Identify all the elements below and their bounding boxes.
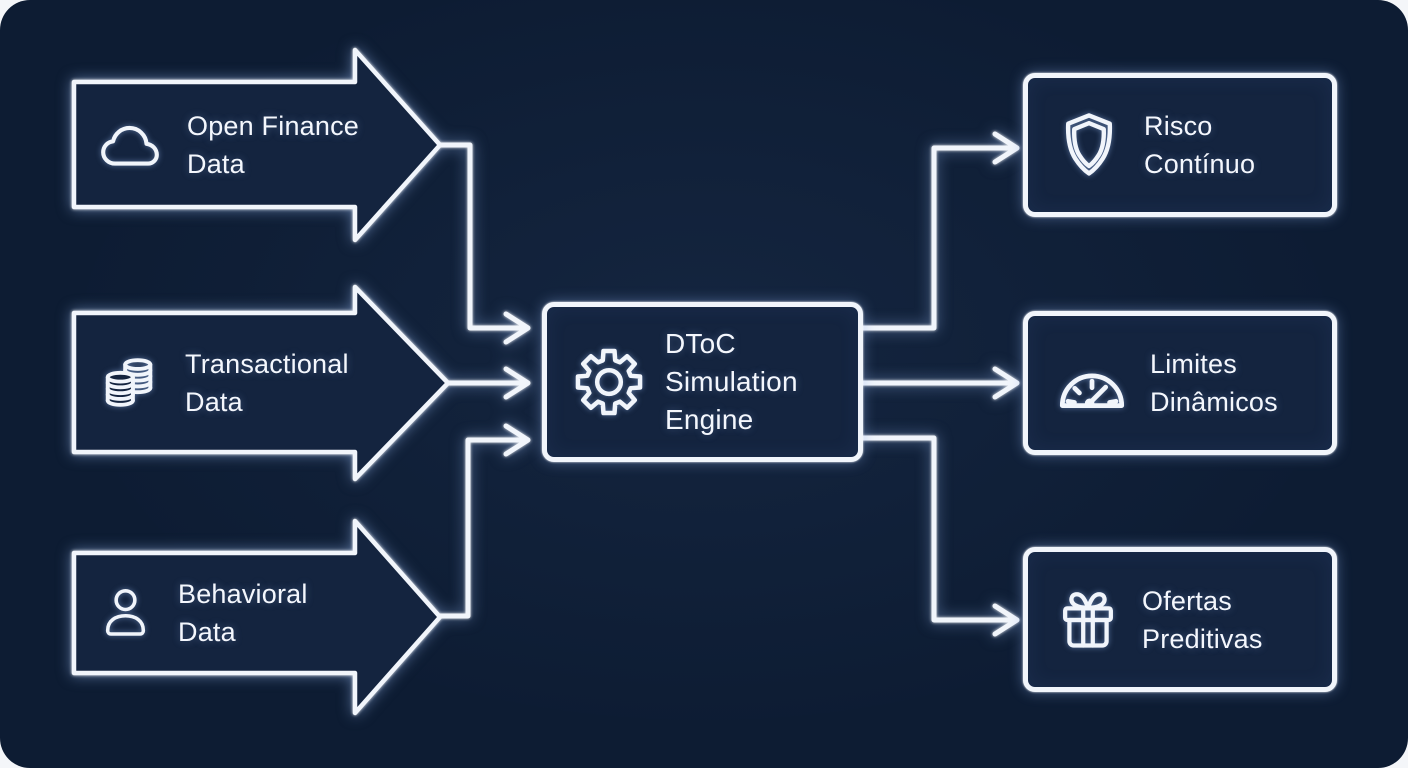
input-label-transactional-data: Transactional Data — [185, 345, 349, 421]
arrowhead-engine-to-risco — [992, 131, 1020, 165]
output-node-risco-continuo: Risco Contínuo — [1023, 73, 1337, 217]
input-label-line1: Open Finance — [187, 110, 360, 141]
output-label-line1: Ofertas — [1142, 585, 1232, 616]
output-label-line1: Risco — [1144, 111, 1213, 141]
connector-engine-to-ofertas — [860, 435, 1016, 623]
gear-icon — [575, 348, 643, 416]
arrowhead-open-finance-to-engine — [503, 311, 531, 345]
cloud-icon — [101, 125, 159, 166]
shield-icon — [1065, 113, 1113, 176]
input-label-line1: Behavioral — [178, 579, 308, 609]
arrowhead-engine-to-limites — [992, 366, 1020, 400]
input-label-behavioral-data: Behavioral Data — [178, 575, 308, 651]
output-label-line1: Limites — [1150, 349, 1237, 379]
input-node-open-finance-data: Open Finance Data — [73, 82, 363, 207]
engine-node-dtoc-simulation: DToC Simulation Engine — [542, 302, 863, 462]
gauge-icon — [1059, 373, 1125, 408]
gift-icon — [1063, 591, 1113, 648]
output-label-line2: Preditivas — [1142, 623, 1263, 654]
output-node-limites-dinamicos: Limites Dinâmicos — [1023, 311, 1337, 455]
engine-label-line2: Simulation — [665, 366, 798, 397]
output-label-line2: Dinâmicos — [1150, 387, 1278, 417]
input-arrow-transactional — [71, 284, 451, 482]
coins-icon — [105, 357, 153, 407]
engine-label-line3: Engine — [665, 404, 754, 435]
output-label-limites-dinamicos: Limites Dinâmicos — [1150, 345, 1278, 421]
input-node-behavioral-data: Behavioral Data — [73, 553, 360, 673]
connector-engine-to-risco — [860, 145, 1016, 331]
user-icon — [105, 588, 146, 636]
connector-behavioral-to-engine — [437, 437, 527, 619]
input-label-line1: Transactional — [185, 348, 349, 379]
arrowhead-engine-to-ofertas — [992, 603, 1020, 637]
input-label-open-finance-data: Open Finance Data — [187, 107, 359, 183]
engine-label-line1: DToC — [665, 328, 736, 359]
input-node-transactional-data: Transactional Data — [75, 313, 360, 452]
output-label-line2: Contínuo — [1144, 149, 1256, 179]
arrowhead-transactional-to-engine — [503, 366, 531, 400]
output-node-ofertas-preditivas: Ofertas Preditivas — [1023, 547, 1337, 692]
arrowhead-behavioral-to-engine — [503, 423, 531, 457]
input-label-line2: Data — [178, 617, 236, 647]
output-label-risco-continuo: Risco Contínuo — [1144, 107, 1255, 183]
connector-open-finance-to-engine — [437, 142, 527, 331]
engine-label: DToC Simulation Engine — [665, 325, 798, 439]
input-label-line2: Data — [185, 386, 243, 417]
output-label-ofertas-preditivas: Ofertas Preditivas — [1142, 582, 1263, 658]
input-label-line2: Data — [187, 148, 245, 179]
input-arrow-open-finance — [71, 47, 443, 243]
input-arrow-behavioral — [71, 518, 443, 716]
